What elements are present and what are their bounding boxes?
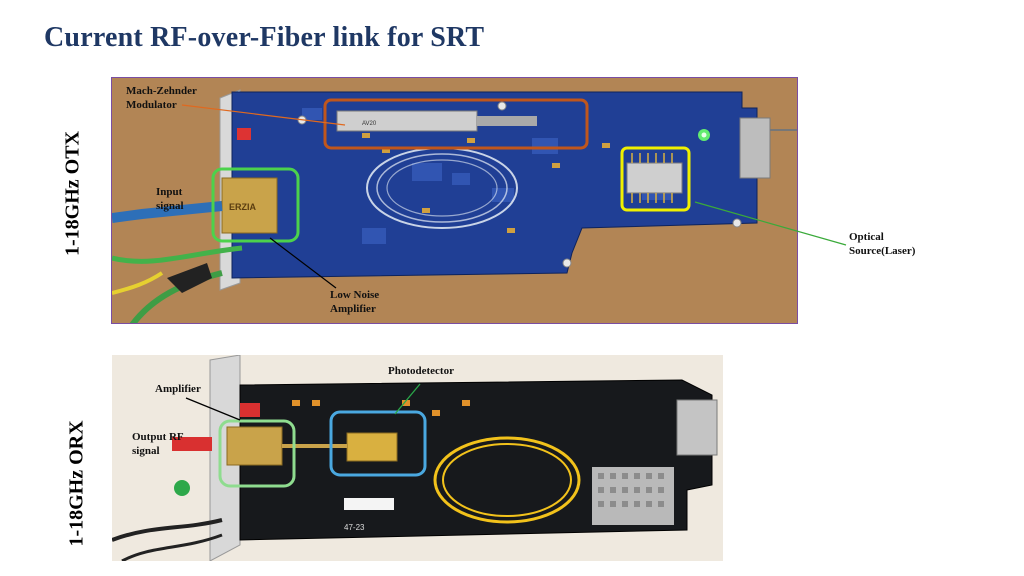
orx-board-photo: 47-23 <box>112 355 723 561</box>
lna-annotation: Low Noise Amplifier <box>330 289 380 315</box>
mzm-annotation: Mach-Zehnder Modulator <box>126 85 197 111</box>
slide-title: Current RF-over-Fiber link for SRT <box>44 22 485 53</box>
photodetector-annotation: Photodetector <box>388 365 454 377</box>
orx-board-illustration: 47-23 <box>112 355 723 561</box>
mzm-part-label: AV20 <box>362 121 377 127</box>
amplifier-annotation: Amplifier <box>155 383 201 395</box>
orx-side-label: 1-18GHz ORX <box>65 420 88 547</box>
otx-board-illustration: AV20 ERZIA <box>112 78 797 323</box>
laser-annotation: Optical Source(Laser) <box>849 231 916 257</box>
erzia-label: ERZIA <box>229 202 257 212</box>
otx-side-label: 1-18GHz OTX <box>61 131 84 256</box>
board-code-label: 47-23 <box>344 523 365 532</box>
input-signal-annotation: Input signal <box>156 186 184 212</box>
otx-board-photo: AV20 ERZIA <box>111 77 798 324</box>
output-signal-annotation: Output RF signal <box>132 431 184 457</box>
